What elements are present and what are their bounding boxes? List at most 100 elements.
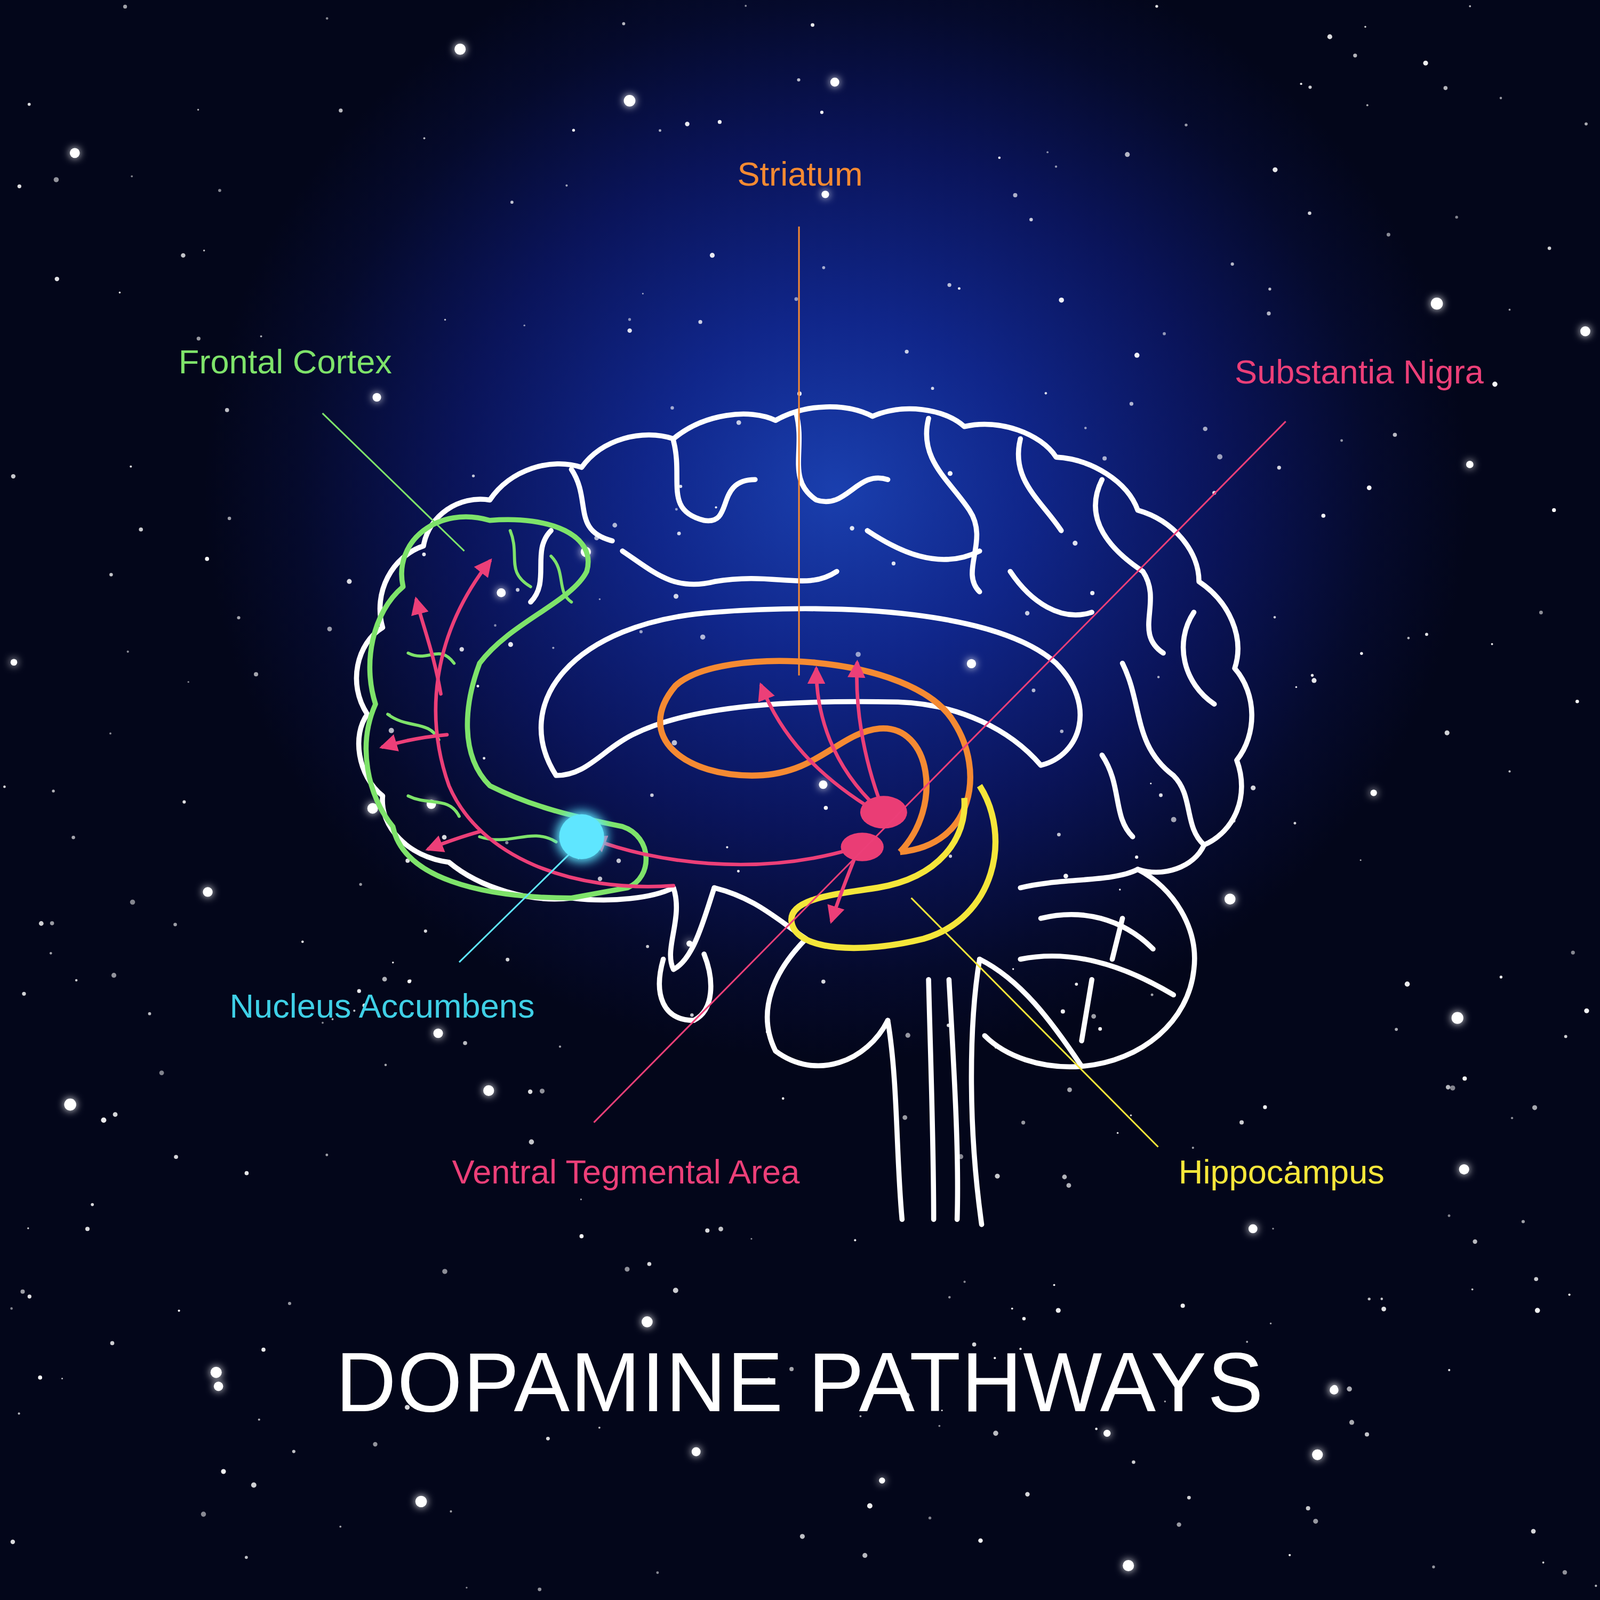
star xyxy=(1308,85,1312,90)
star xyxy=(1269,1322,1272,1325)
star xyxy=(126,650,130,653)
star xyxy=(1455,215,1459,219)
star xyxy=(700,634,706,640)
star xyxy=(1444,730,1450,736)
star xyxy=(647,1261,652,1267)
star xyxy=(407,979,412,984)
leader-line xyxy=(459,852,572,963)
star xyxy=(423,137,426,140)
star xyxy=(382,977,388,982)
star xyxy=(20,1289,25,1294)
star xyxy=(1307,211,1312,215)
star xyxy=(1366,104,1369,107)
star xyxy=(505,841,509,845)
star xyxy=(203,249,205,252)
region-label: Ventral Tegmental Area xyxy=(452,1154,800,1191)
star xyxy=(1443,85,1448,91)
region-label: Nucleus Accumbens xyxy=(229,987,535,1025)
star xyxy=(1224,893,1236,905)
star xyxy=(1349,1419,1355,1425)
star xyxy=(301,940,304,943)
star xyxy=(1552,508,1556,512)
star xyxy=(422,552,427,557)
star xyxy=(1184,123,1188,127)
star xyxy=(1299,82,1302,85)
star xyxy=(54,276,60,282)
star xyxy=(325,1153,328,1157)
star xyxy=(1250,785,1256,791)
nucleus-accumbens-spot xyxy=(558,814,604,860)
star xyxy=(454,43,466,55)
star xyxy=(1288,1554,1291,1557)
star xyxy=(904,349,909,354)
star xyxy=(37,1375,43,1380)
star xyxy=(27,102,31,107)
star xyxy=(698,320,702,324)
star xyxy=(3,785,6,789)
star xyxy=(1157,675,1160,679)
star xyxy=(424,929,428,933)
star xyxy=(69,147,80,158)
star xyxy=(220,1469,226,1475)
star xyxy=(1521,1219,1525,1223)
star xyxy=(49,952,53,955)
star xyxy=(1404,981,1411,987)
star xyxy=(673,1288,679,1294)
star xyxy=(1321,513,1326,518)
star xyxy=(675,507,678,511)
star xyxy=(1103,1429,1111,1437)
star xyxy=(1562,1570,1567,1575)
star xyxy=(1508,308,1511,311)
star xyxy=(1025,610,1030,615)
star xyxy=(1122,1560,1134,1572)
star xyxy=(325,17,329,20)
star xyxy=(1102,456,1107,461)
star xyxy=(558,1045,562,1048)
star xyxy=(202,886,213,897)
star xyxy=(515,588,520,592)
star xyxy=(572,128,575,132)
star xyxy=(1448,1214,1451,1218)
star xyxy=(1011,1307,1014,1310)
star xyxy=(1187,1496,1191,1500)
star xyxy=(1072,540,1078,546)
star xyxy=(1430,297,1444,310)
star xyxy=(1022,1316,1027,1321)
star xyxy=(1162,332,1166,336)
star xyxy=(148,1012,152,1016)
star xyxy=(27,1294,32,1299)
star xyxy=(1084,426,1087,430)
star xyxy=(714,506,717,509)
star xyxy=(1534,1307,1541,1314)
star xyxy=(1268,287,1271,291)
star xyxy=(824,805,829,811)
star xyxy=(392,961,394,964)
star xyxy=(10,658,18,666)
star xyxy=(384,1063,388,1067)
star xyxy=(433,1028,444,1038)
star xyxy=(1380,1297,1383,1301)
star xyxy=(624,94,636,107)
region-label: Substantia Nigra xyxy=(1234,354,1484,391)
star xyxy=(1272,1227,1274,1230)
star xyxy=(372,1442,378,1447)
star xyxy=(1445,1084,1451,1090)
star xyxy=(505,957,510,962)
star xyxy=(948,1296,951,1299)
star xyxy=(677,531,682,536)
star xyxy=(579,1234,584,1239)
star xyxy=(449,1510,452,1513)
star xyxy=(821,979,826,984)
star xyxy=(204,556,210,562)
star xyxy=(196,336,201,341)
star xyxy=(580,1198,582,1200)
star xyxy=(1533,1276,1539,1282)
star xyxy=(1448,1369,1451,1372)
star xyxy=(496,588,506,598)
star xyxy=(1340,438,1343,442)
star xyxy=(796,78,800,82)
region-label: Frontal Cortex xyxy=(178,344,392,381)
star xyxy=(1060,1009,1066,1014)
star xyxy=(627,328,632,333)
star xyxy=(110,1341,115,1346)
